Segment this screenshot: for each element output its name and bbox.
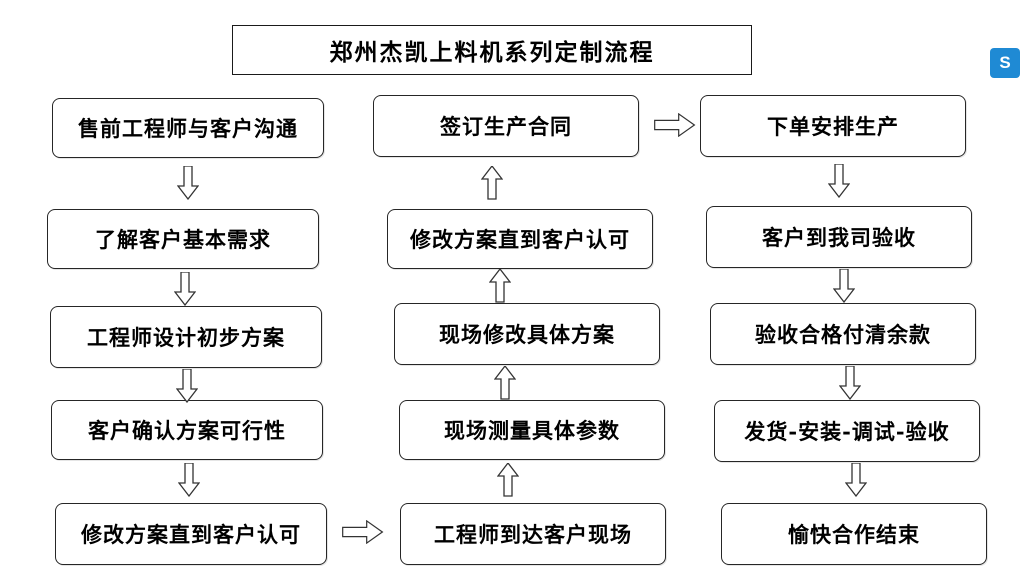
flow-node-left-1: 售前工程师与客户沟通 bbox=[52, 98, 324, 158]
flow-node-middle-2: 修改方案直到客户认可 bbox=[387, 209, 653, 269]
flow-node-left-4: 客户确认方案可行性 bbox=[51, 400, 323, 460]
arrow-down-left-1-2 bbox=[177, 166, 199, 200]
diagram-title-box: 郑州杰凯上料机系列定制流程 bbox=[232, 25, 752, 75]
page-title: 郑州杰凯上料机系列定制流程 bbox=[329, 39, 655, 66]
flow-node-middle-4: 现场测量具体参数 bbox=[399, 400, 665, 460]
arrow-down-left-4-5 bbox=[178, 463, 200, 497]
flow-node-middle-5: 工程师到达客户现场 bbox=[400, 503, 666, 565]
flow-node-right-2: 客户到我司验收 bbox=[706, 206, 972, 268]
arrow-down-right-3-4 bbox=[839, 366, 861, 400]
arrow-down-right-1-2 bbox=[828, 164, 850, 198]
brand-logo-glyph: S bbox=[999, 53, 1011, 72]
arrow-down-right-2-3 bbox=[833, 269, 855, 303]
arrow-right-left-to-middle bbox=[342, 520, 384, 544]
brand-logo-icon: S bbox=[990, 48, 1020, 78]
flow-node-right-5: 愉快合作结束 bbox=[721, 503, 987, 565]
flow-node-middle-1: 签订生产合同 bbox=[373, 95, 639, 157]
arrow-right-middle-to-right bbox=[654, 113, 696, 137]
flow-node-left-5: 修改方案直到客户认可 bbox=[55, 503, 327, 565]
flow-node-left-3: 工程师设计初步方案 bbox=[50, 306, 322, 368]
arrow-up-middle-2-1 bbox=[481, 166, 503, 200]
flow-node-middle-3: 现场修改具体方案 bbox=[394, 303, 660, 365]
arrow-down-left-2-3 bbox=[174, 272, 196, 306]
flow-node-right-1: 下单安排生产 bbox=[700, 95, 966, 157]
arrow-down-right-4-5 bbox=[845, 463, 867, 497]
flow-node-right-3: 验收合格付清余款 bbox=[710, 303, 976, 365]
arrow-up-middle-5-4 bbox=[497, 463, 519, 497]
arrow-up-middle-3-2 bbox=[489, 269, 511, 303]
flow-node-right-4: 发货-安装-调试-验收 bbox=[714, 400, 980, 462]
arrow-down-left-3-4 bbox=[176, 369, 198, 403]
arrow-up-middle-4-3 bbox=[494, 366, 516, 400]
flow-node-left-2: 了解客户基本需求 bbox=[47, 209, 319, 269]
